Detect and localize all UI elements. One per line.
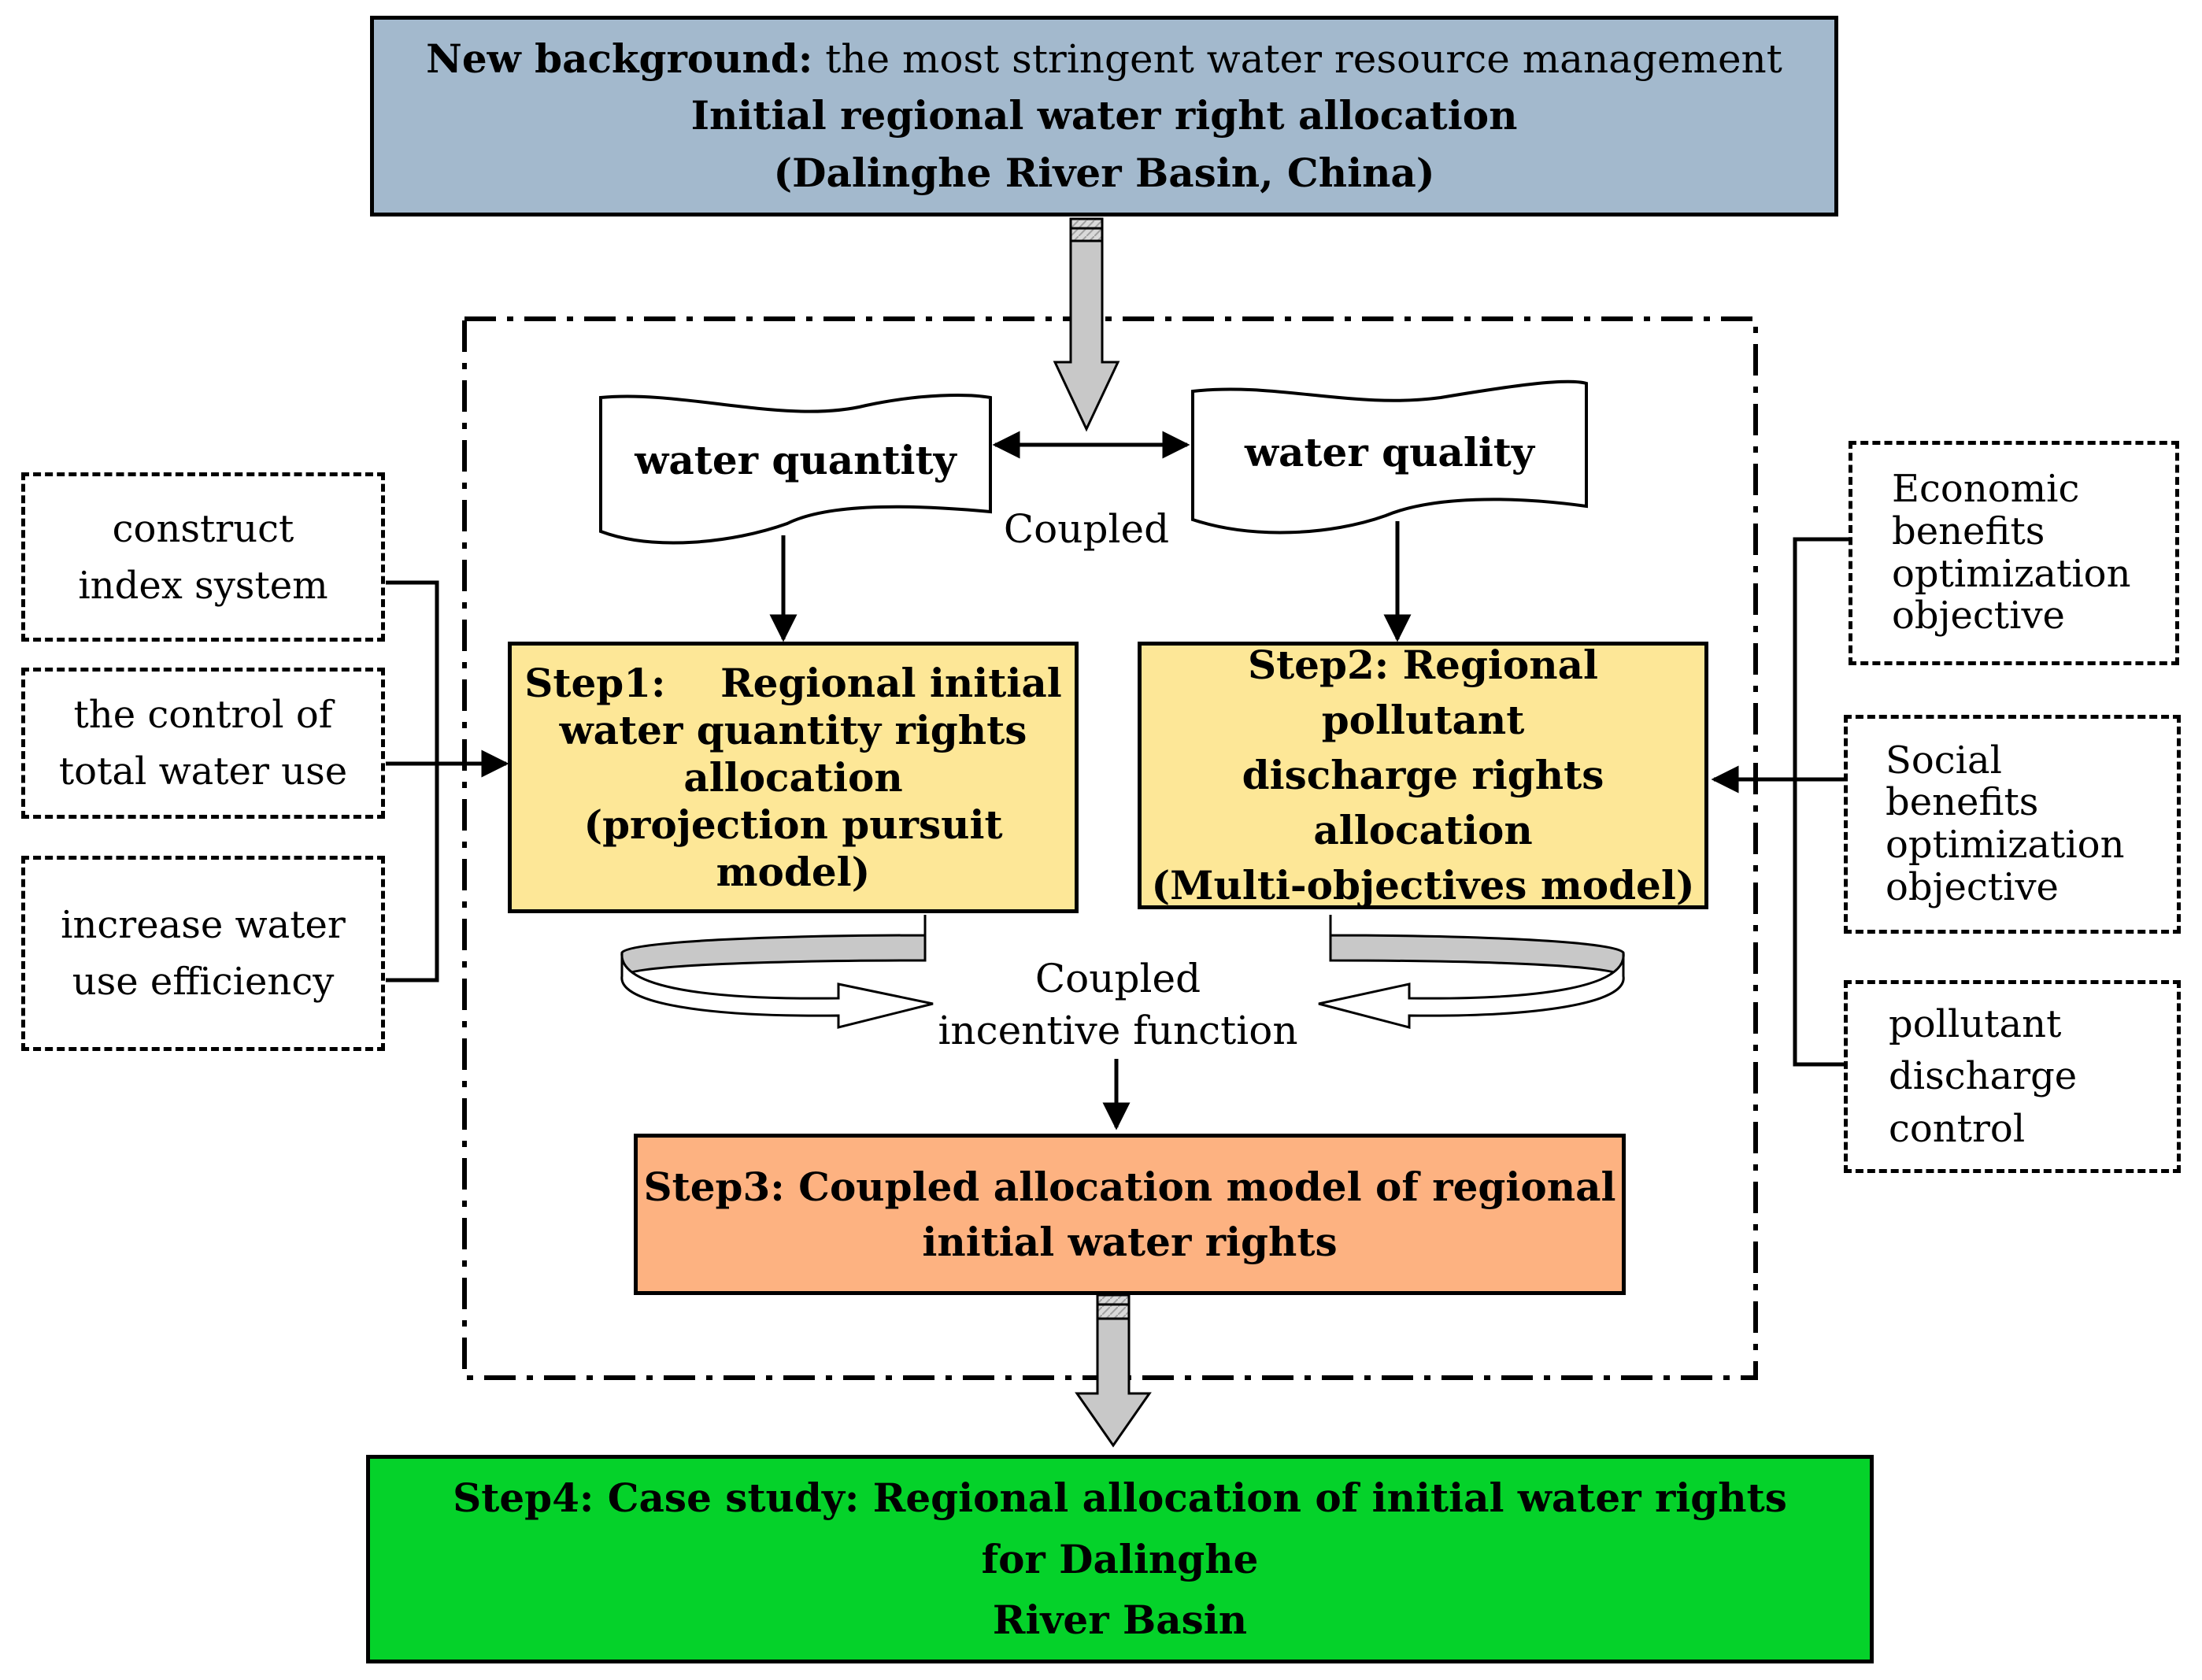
- step1-line4: (projection pursuit: [583, 801, 1003, 848]
- right-factors-connector: [1711, 537, 1849, 1067]
- social-line3: optimization: [1886, 823, 2125, 867]
- step1-box: Step1: Regional initial water quantity r…: [508, 642, 1079, 913]
- banner-shape-quality: [1191, 379, 1588, 535]
- right-factor-social: Social benefits optimization objective: [1844, 715, 2181, 934]
- banner-shape-quantity: [599, 394, 992, 545]
- right-coupling-arrow: [1318, 915, 1625, 1029]
- step1-line2: water quantity rights: [559, 706, 1027, 753]
- left-factor-2-line2: total water use: [58, 749, 348, 794]
- left-factor-total-water-control: the control of total water use: [21, 668, 385, 819]
- step4-line1: Step4: Case study: Regional allocation o…: [453, 1475, 1787, 1582]
- step4-box: Step4: Case study: Regional allocation o…: [366, 1455, 1874, 1663]
- left-factor-index-system: construct index system: [21, 472, 385, 642]
- step4-line2: River Basin: [992, 1597, 1248, 1644]
- right-factor-pollutant-control: pollutant discharge control: [1844, 980, 2181, 1173]
- left-factor-1-line1: construct: [112, 506, 294, 551]
- background-box: New background: the most stringent water…: [370, 16, 1838, 216]
- left-factor-2-line1: the control of: [73, 693, 333, 737]
- background-label: New background:: [426, 35, 813, 82]
- step2-box: Step2: Regional pollutant discharge righ…: [1138, 642, 1708, 909]
- background-line3: (Dalinghe River Basin, China): [773, 149, 1435, 196]
- economic-line3: optimization: [1892, 551, 2131, 596]
- step3-line2: initial water rights: [922, 1218, 1338, 1265]
- social-line4: objective: [1886, 864, 2059, 909]
- step1-line5: model): [716, 848, 871, 895]
- background-line1: New background: the most stringent water…: [426, 31, 1782, 88]
- water-quantity-label: water quantity: [635, 437, 957, 483]
- left-factor-3-line1: increase water: [61, 903, 346, 947]
- economic-line4: objective: [1892, 594, 2065, 638]
- right-factor-economic: Economic benefits optimization objective: [1849, 441, 2179, 665]
- incentive-line2: incentive function: [938, 1008, 1298, 1053]
- step1-line1: Step1: Regional initial: [524, 659, 1062, 706]
- social-line1: Social: [1886, 738, 2002, 783]
- water-quality-label: water quality: [1245, 429, 1534, 476]
- incentive-label: Coupled incentive function: [905, 953, 1330, 1056]
- step2-line2: discharge rights: [1242, 752, 1604, 798]
- left-coupling-arrow: [620, 915, 934, 1029]
- step3-down-arrow: [1075, 1293, 1152, 1448]
- header-down-arrow: [1053, 217, 1120, 432]
- step2-line3: allocation: [1313, 807, 1533, 853]
- incentive-line1: Coupled: [1034, 956, 1201, 1001]
- background-line2: Initial regional water right allocation: [690, 92, 1518, 139]
- step3-box: Step3: Coupled allocation model of regio…: [634, 1134, 1626, 1295]
- background-text: the most stringent water resource manage…: [812, 35, 1782, 82]
- social-line2: benefits: [1886, 780, 2039, 825]
- coupled-label: Coupled: [1003, 506, 1170, 552]
- pollutant-line2: discharge: [1889, 1054, 2078, 1099]
- pollutant-line1: pollutant: [1889, 1002, 2062, 1047]
- step3-line1: Step3: Coupled allocation model of regio…: [643, 1163, 1616, 1210]
- left-factors-connector: [386, 580, 509, 982]
- economic-line2: benefits: [1892, 509, 2045, 553]
- left-factor-3-line2: use efficiency: [72, 960, 335, 1004]
- economic-line1: Economic: [1892, 467, 2080, 511]
- pollutant-line3: control: [1889, 1106, 2026, 1151]
- left-factor-efficiency: increase water use efficiency: [21, 856, 385, 1051]
- step2-line4: (Multi-objectives model): [1151, 862, 1695, 908]
- left-factor-1-line2: index system: [78, 563, 328, 608]
- step2-line1: Step2: Regional pollutant: [1247, 642, 1599, 743]
- step1-line3: allocation: [683, 753, 903, 801]
